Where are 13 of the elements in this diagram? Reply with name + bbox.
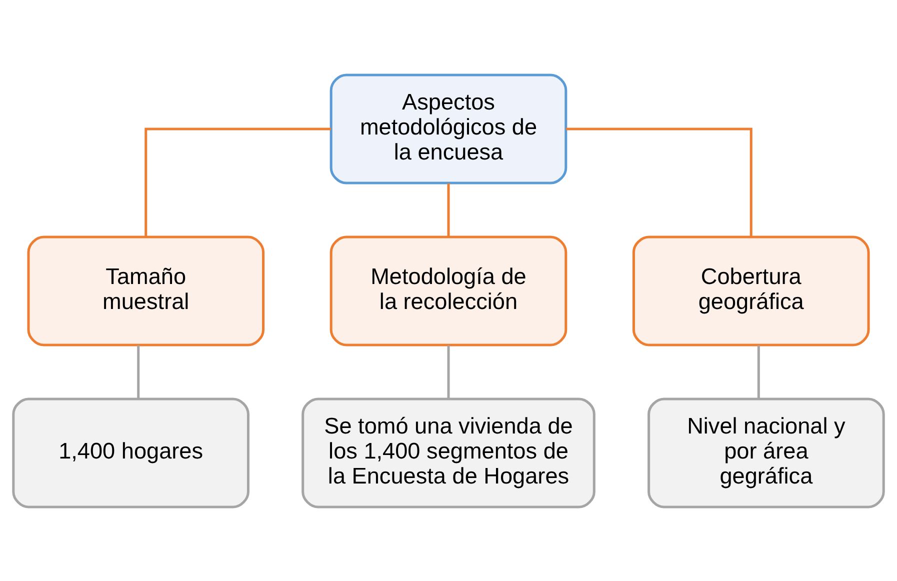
node-box: Aspectos metodológicos de la encuesa <box>330 73 568 184</box>
connector <box>144 127 332 236</box>
node-box: Se tomó una vivienda de los 1,400 segmentos de la Encuesta de Hogares <box>302 397 596 508</box>
connector <box>566 127 752 236</box>
connector <box>757 344 760 398</box>
connector <box>447 182 450 236</box>
node-box: Metodología de la recolección <box>330 235 568 346</box>
connector <box>447 344 450 398</box>
connector <box>137 344 140 398</box>
node-box: Cobertura geográfica <box>632 235 870 346</box>
node-box: 1,400 hogares <box>12 397 250 508</box>
node-box: Nivel nacional y por área gegráfica <box>648 397 885 508</box>
node-box: Tamaño muestral <box>27 235 265 346</box>
